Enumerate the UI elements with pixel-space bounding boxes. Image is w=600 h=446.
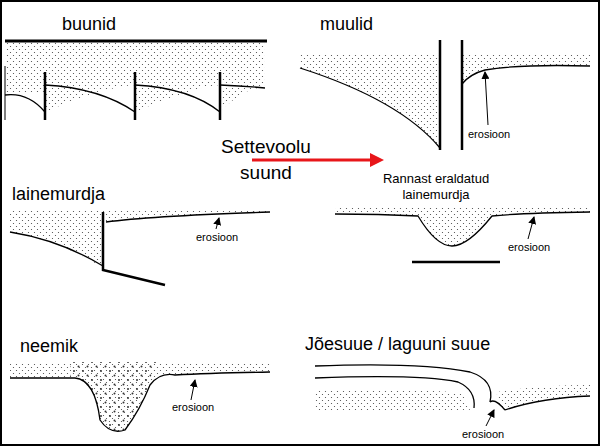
erosion-pointer — [486, 410, 494, 426]
jetty — [461, 40, 464, 150]
panel-title: Rannast eraldatud lainemurdja — [368, 171, 504, 202]
panel-title: neemik — [20, 336, 78, 358]
breakwater — [412, 261, 500, 264]
erosion-pointer — [485, 72, 488, 125]
edge-line — [5, 66, 6, 120]
erosion-label: erosioon — [172, 401, 214, 414]
detached-breakwater-panel — [335, 208, 590, 262]
shoreline — [300, 68, 440, 148]
river-mouth-panel — [315, 365, 590, 426]
erosion-label: erosioon — [462, 428, 504, 441]
sediment — [315, 389, 470, 412]
sediment — [10, 210, 270, 268]
groyne — [44, 72, 47, 120]
jetty — [439, 40, 442, 150]
panel-title: buunid — [62, 14, 116, 36]
erosion-label: erosioon — [196, 231, 238, 244]
erosion-pointer — [528, 217, 534, 239]
breakwater — [103, 212, 165, 285]
jetties-panel — [300, 40, 590, 150]
flow-arrow-shaft — [252, 159, 372, 162]
sediment — [10, 362, 270, 431]
breakwater-panel — [10, 210, 270, 285]
groyne — [219, 72, 222, 120]
flow-direction-label: Settevoolu suund — [205, 134, 327, 186]
sediment — [335, 208, 590, 246]
erosion-pointer — [191, 380, 195, 400]
shoreline — [490, 396, 590, 410]
flow-arrow-head — [370, 153, 384, 167]
panel-title: lainemurdja — [12, 184, 105, 206]
erosion-pointer — [216, 218, 219, 229]
sediment — [462, 55, 590, 84]
groynes-panel — [5, 41, 267, 120]
panel-title: Jõesuue / laguuni suue — [305, 334, 490, 356]
shoreline — [462, 66, 590, 85]
river-bank — [315, 365, 491, 402]
erosion-label: erosioon — [468, 128, 510, 141]
river-bank — [315, 377, 474, 408]
sediment — [497, 385, 590, 410]
headland-panel — [10, 362, 270, 431]
groyne — [134, 72, 137, 120]
shoreline — [10, 372, 270, 431]
sediment — [300, 55, 440, 148]
coast-line — [5, 40, 267, 43]
erosion-label: erosioon — [508, 241, 550, 254]
shoreline — [10, 212, 270, 266]
panel-title: muulid — [320, 14, 373, 36]
shoreline — [335, 212, 590, 246]
